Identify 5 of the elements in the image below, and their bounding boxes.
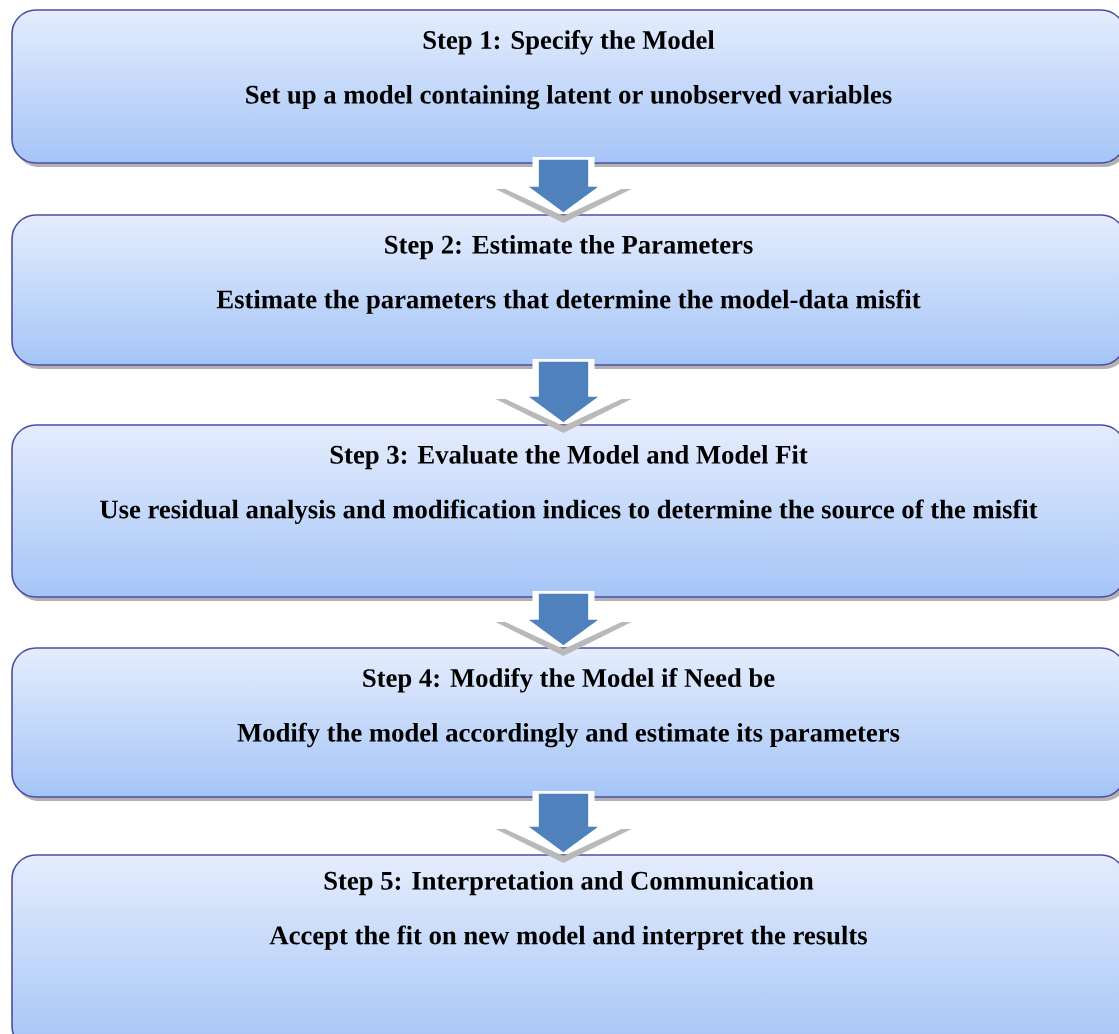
step-box: Step 2: Estimate the Parameters Estimate the parameters that determine the model-data misfit [11, 214, 1119, 369]
step-box: Step 4: Modify the Model if Need be Modify the model accordingly and estimate its parameters [11, 647, 1119, 801]
step-box: Step 3: Evaluate the Model and Model Fit Use residual analysis and modification indices to determine the source of the misfit [11, 424, 1119, 601]
step-box: Step 5: Interpretation and Communication Accept the fit on new model and interpret the results [11, 854, 1119, 1034]
step-box: Step 1: Specify the Model Set up a model containing latent or unobserved variables [11, 9, 1119, 167]
